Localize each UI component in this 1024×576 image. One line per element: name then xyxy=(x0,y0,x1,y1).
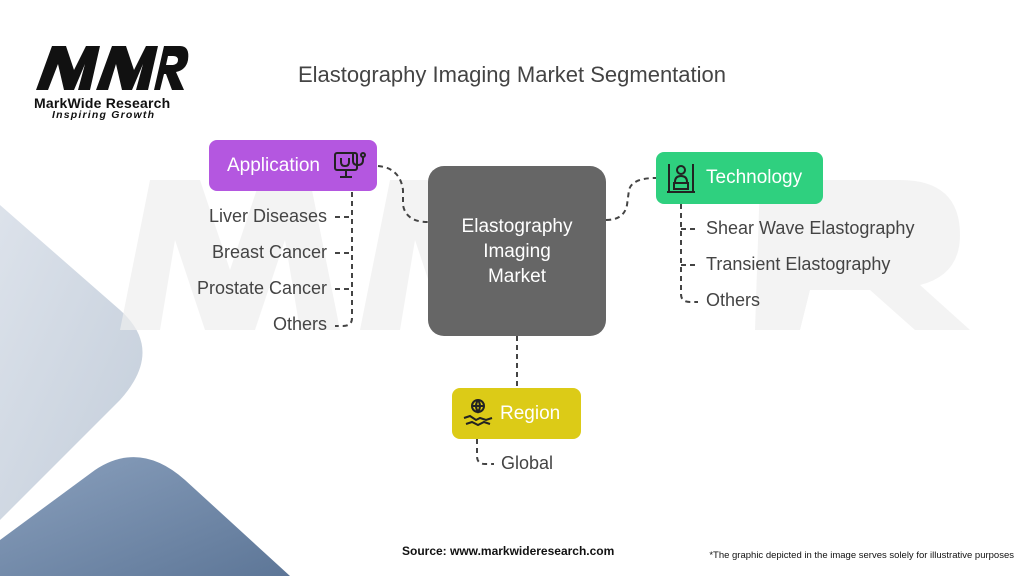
person-equipment-icon xyxy=(667,164,695,193)
page-title: Elastography Imaging Market Segmentation xyxy=(297,62,726,87)
application-item: Liver Diseases xyxy=(208,206,327,226)
connector-application-items xyxy=(335,192,353,327)
connector-region-items xyxy=(476,439,494,465)
center-label: Elastography Imaging Market xyxy=(461,215,573,287)
technology-item: Others xyxy=(706,290,761,310)
segment-region-label: Region xyxy=(500,402,561,424)
segment-technology-label: Technology xyxy=(706,167,803,188)
segment-technology: Technology xyxy=(656,152,823,204)
connector-application xyxy=(377,165,429,223)
center-node: Elastography Imaging Market xyxy=(428,166,606,336)
segment-region: Region xyxy=(452,388,581,439)
illustrative-note: *The graphic depicted in the image serve… xyxy=(709,550,1014,561)
monitor-stethoscope-icon xyxy=(334,152,366,178)
application-item: Prostate Cancer xyxy=(196,278,327,298)
technology-item: Transient Elastography xyxy=(706,254,891,274)
source-credit: Source: www.markwideresearch.com xyxy=(402,544,615,558)
logo-tagline: Inspiring Growth xyxy=(52,109,156,121)
technology-item: Shear Wave Elastography xyxy=(706,218,915,238)
connector-technology xyxy=(605,177,657,221)
segment-application: Application xyxy=(209,140,377,191)
application-item: Breast Cancer xyxy=(211,242,327,262)
handshake-globe-icon xyxy=(463,399,493,427)
segment-application-label: Application xyxy=(227,154,320,176)
markwide-logo xyxy=(36,46,189,90)
logo-brand: MarkWide Research xyxy=(34,95,171,111)
connector-technology-items xyxy=(680,204,698,303)
application-item: Others xyxy=(272,314,327,334)
region-item: Global xyxy=(501,453,554,473)
